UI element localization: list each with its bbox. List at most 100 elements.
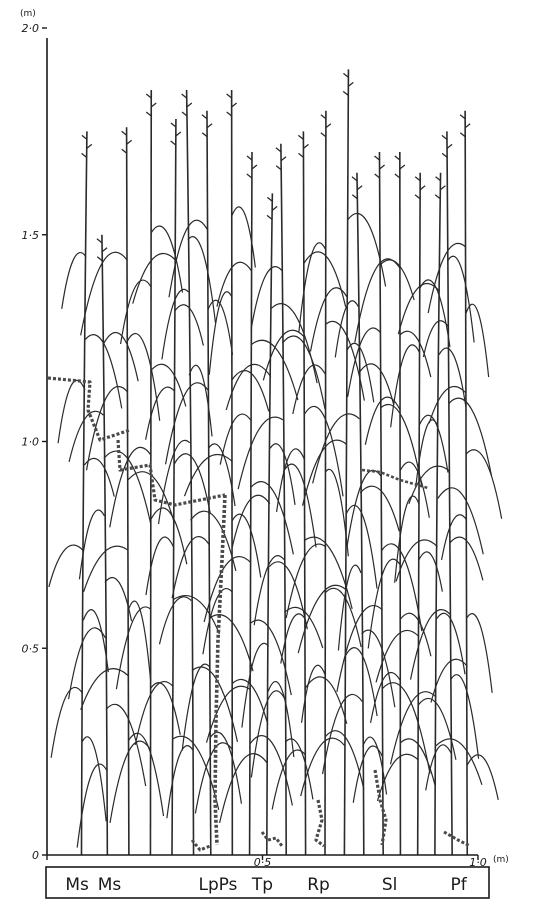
leaf xyxy=(303,405,344,497)
stem xyxy=(302,131,307,856)
leaf xyxy=(57,379,86,444)
leaf xyxy=(250,339,299,401)
stem xyxy=(80,131,88,856)
tassel xyxy=(96,256,103,262)
tassel xyxy=(175,131,182,137)
tassel xyxy=(126,139,133,145)
leaf xyxy=(440,514,467,561)
leaf xyxy=(172,735,220,810)
leaf xyxy=(399,330,432,378)
leaf xyxy=(271,749,306,810)
stem xyxy=(434,172,442,856)
leaf xyxy=(134,680,174,746)
leaf xyxy=(194,742,233,814)
leaf xyxy=(381,543,423,632)
tassel xyxy=(439,185,446,191)
tassel xyxy=(226,93,233,99)
leaf xyxy=(158,596,192,645)
leaf xyxy=(48,544,85,588)
leaf xyxy=(237,416,284,490)
leaf xyxy=(105,703,147,787)
tassel xyxy=(81,134,88,140)
tassel xyxy=(275,165,282,171)
leaf xyxy=(418,414,449,473)
tassel xyxy=(446,143,453,149)
leaf xyxy=(397,282,441,335)
leaf xyxy=(150,363,187,407)
stems xyxy=(80,69,471,856)
leaf xyxy=(103,450,152,525)
species-label: Ms xyxy=(98,875,122,895)
leaf xyxy=(188,364,213,437)
tassel xyxy=(347,81,354,87)
leaf xyxy=(268,561,308,630)
leaf xyxy=(399,461,430,518)
stem xyxy=(206,110,212,856)
stem xyxy=(378,152,384,856)
tassel xyxy=(351,176,358,182)
tassel xyxy=(246,173,253,179)
climbing-vine xyxy=(190,839,211,852)
tassel xyxy=(374,155,380,161)
tassel xyxy=(394,155,401,161)
tassel xyxy=(414,176,421,182)
leaf xyxy=(409,609,451,680)
leaf xyxy=(132,252,176,304)
leaf xyxy=(67,627,106,700)
tassel xyxy=(414,194,421,200)
leaf xyxy=(166,745,194,819)
leaf xyxy=(422,320,449,358)
leaf xyxy=(324,587,362,648)
leaf xyxy=(465,303,490,378)
leaf xyxy=(428,385,467,424)
tassel xyxy=(170,140,177,146)
leaf xyxy=(438,347,467,408)
leaf xyxy=(430,658,468,703)
leaf xyxy=(181,663,211,751)
leaf xyxy=(102,332,139,382)
y-tick-label: 0·5 xyxy=(22,642,40,655)
leaf xyxy=(394,495,420,583)
tassel xyxy=(121,148,128,154)
leaf xyxy=(119,279,152,345)
tassel xyxy=(374,173,381,179)
leaf xyxy=(321,693,363,775)
tassel xyxy=(459,132,466,138)
leaf xyxy=(209,731,243,804)
leaf xyxy=(381,682,431,774)
leaf xyxy=(300,664,326,723)
leaf xyxy=(216,261,253,307)
leaf xyxy=(231,513,262,578)
leaf xyxy=(168,219,209,298)
leaf xyxy=(187,236,217,323)
leaf xyxy=(231,206,256,268)
tassel xyxy=(226,111,233,117)
tassel xyxy=(297,134,304,140)
leaf xyxy=(466,613,493,693)
leaf xyxy=(347,327,381,398)
leaf xyxy=(109,446,152,528)
leaf xyxy=(150,225,184,293)
stem xyxy=(149,90,153,856)
leaf xyxy=(379,259,415,301)
leaf xyxy=(84,334,123,409)
tassel xyxy=(320,114,327,120)
leaf xyxy=(427,242,466,314)
tassel xyxy=(379,164,385,170)
leaf xyxy=(164,382,209,465)
tassel xyxy=(201,132,208,138)
stem xyxy=(416,172,421,856)
stem xyxy=(230,90,234,856)
leaf xyxy=(376,753,419,802)
tassel xyxy=(298,152,304,158)
leaf xyxy=(415,419,439,488)
climbing-vine xyxy=(314,799,325,848)
tassel xyxy=(464,123,471,129)
leaf xyxy=(249,735,293,806)
leaf xyxy=(104,576,133,622)
leaf xyxy=(191,666,239,742)
leaf xyxy=(346,342,375,403)
leaf xyxy=(435,738,483,786)
